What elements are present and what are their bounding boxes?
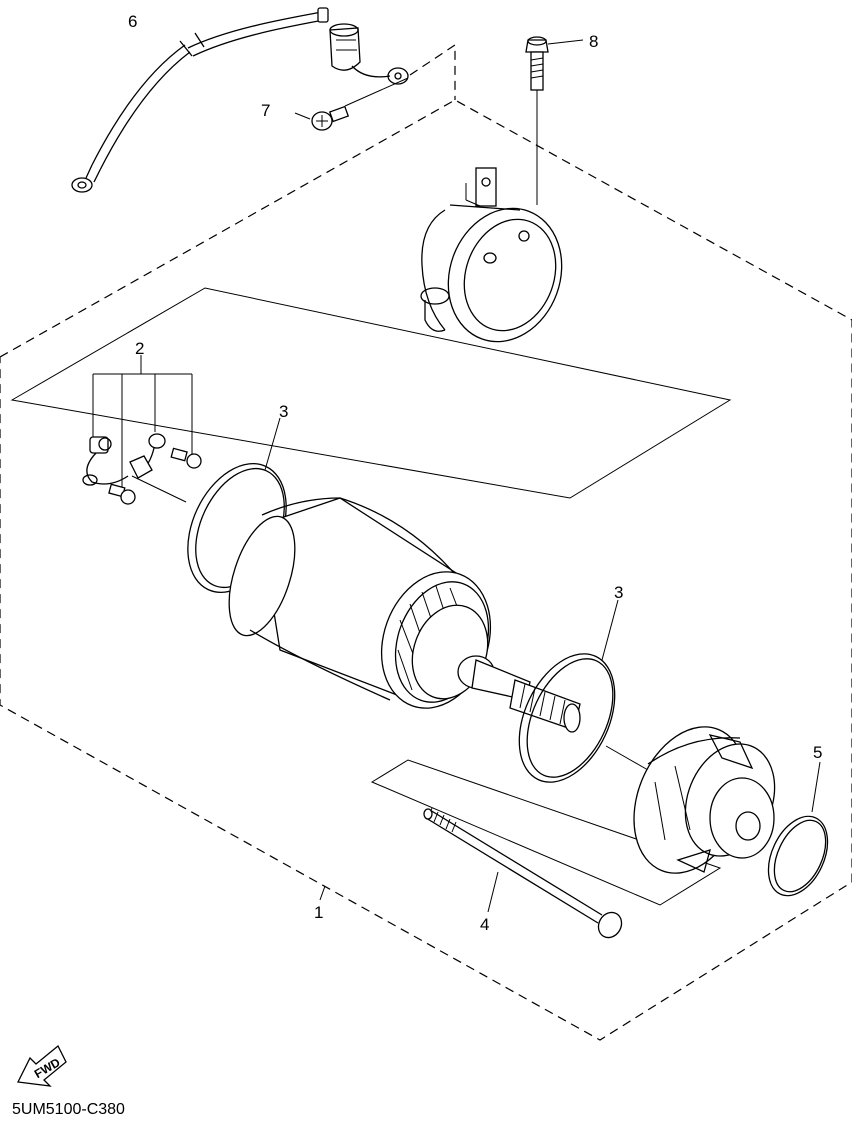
brush-group-outline <box>10 287 732 499</box>
leader-1 <box>319 885 326 901</box>
brush-set <box>82 355 202 505</box>
through-bolt <box>423 807 623 939</box>
lead-wire <box>71 7 329 193</box>
yoke-assembly <box>131 475 581 733</box>
o-ring-lower <box>518 599 649 783</box>
screw-7 <box>294 77 409 131</box>
callout-4: 4 <box>480 915 489 934</box>
callout-3-lower: 3 <box>614 583 623 602</box>
callout-8: 8 <box>589 32 598 51</box>
terminal-boot <box>329 23 409 85</box>
rear-cover <box>633 726 776 874</box>
callout-1: 1 <box>314 903 323 922</box>
callout-7: 7 <box>261 101 270 120</box>
front-housing <box>420 167 563 343</box>
housing-bracket <box>409 43 456 100</box>
diagram-code: 5UM5100-C380 <box>12 1101 125 1118</box>
bolt-8 <box>525 36 584 205</box>
callout-2: 2 <box>135 339 144 358</box>
fwd-arrow: FWD <box>17 1044 67 1087</box>
bolt-group-outline <box>370 759 722 906</box>
callout-6: 6 <box>128 12 137 31</box>
o-ring-5 <box>767 761 829 897</box>
callout-5: 5 <box>813 743 822 762</box>
callout-3-upper: 3 <box>279 402 288 421</box>
